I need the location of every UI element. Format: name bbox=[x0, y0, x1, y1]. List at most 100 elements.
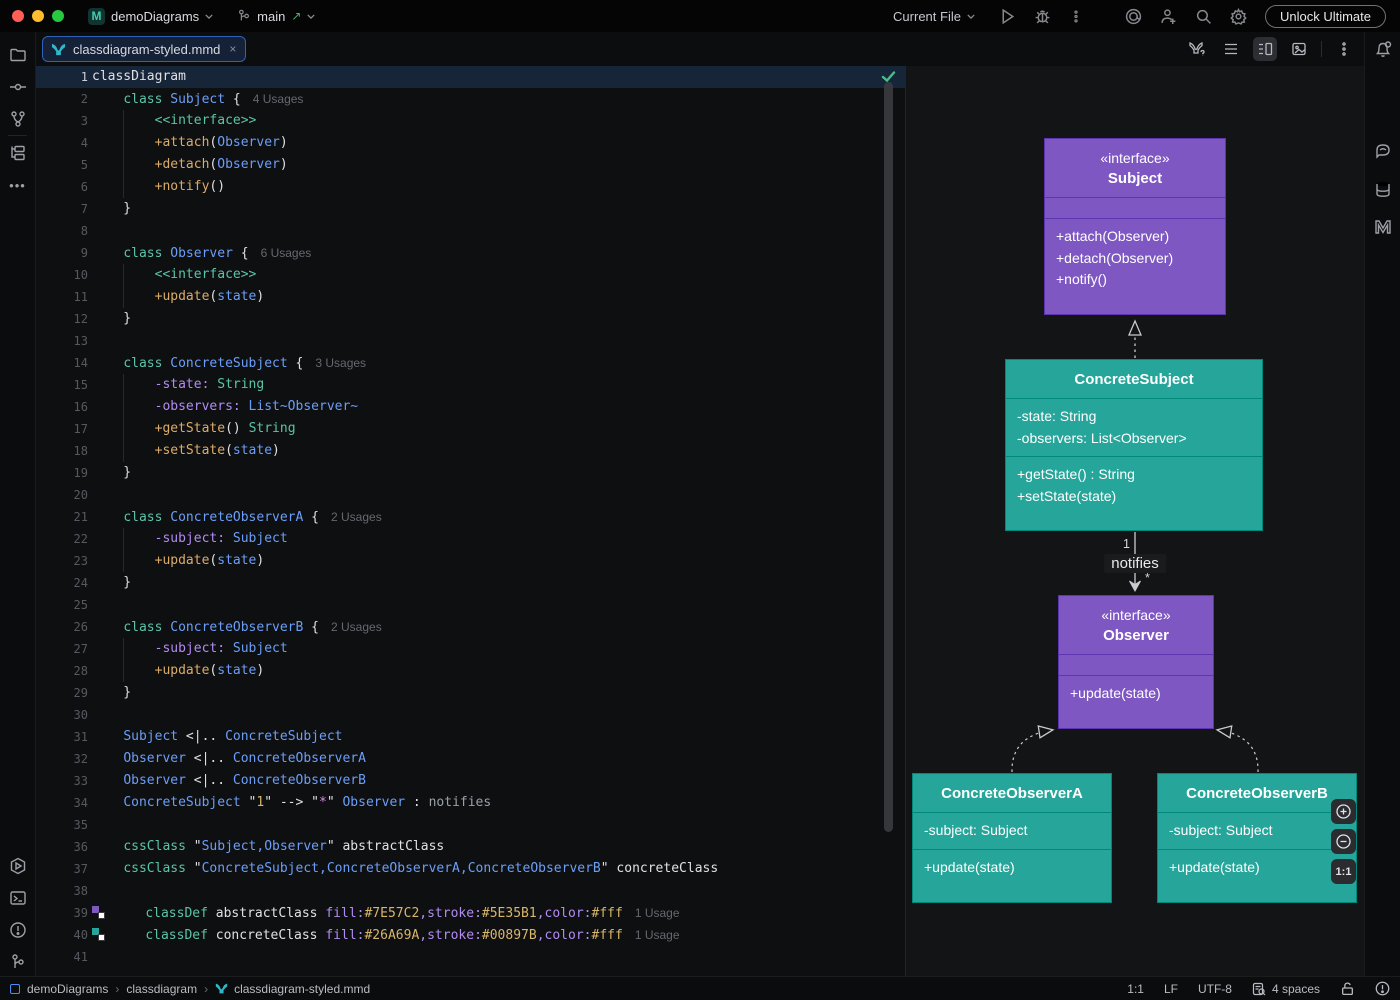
problems-icon[interactable] bbox=[9, 921, 27, 939]
code-line-21[interactable]: 21 class ConcreteObserverA {2 Usages bbox=[36, 506, 905, 528]
files-icon[interactable] bbox=[9, 46, 27, 64]
code-line-39[interactable]: 39 classDef abstractClass fill:#7E57C2,s… bbox=[36, 902, 905, 924]
code-line-27[interactable]: 27 -subject: Subject bbox=[36, 638, 905, 660]
run-panel-icon[interactable] bbox=[9, 857, 27, 875]
code-line-14[interactable]: 14 class ConcreteSubject {3 Usages bbox=[36, 352, 905, 374]
structure-icon[interactable] bbox=[9, 144, 27, 162]
git-commit-icon[interactable] bbox=[9, 78, 27, 96]
code-line-6[interactable]: 6 +notify() bbox=[36, 176, 905, 198]
usages-hint[interactable]: 3 Usages bbox=[315, 356, 366, 370]
mermaid-help-button[interactable] bbox=[1185, 37, 1209, 61]
preview-only-view-button[interactable] bbox=[1287, 37, 1311, 61]
code-line-10[interactable]: 10 <<interface>> bbox=[36, 264, 905, 286]
git-graph-icon[interactable] bbox=[9, 110, 27, 128]
code-line-28[interactable]: 28 +update(state) bbox=[36, 660, 905, 682]
code-line-2[interactable]: 2 class Subject {4 Usages bbox=[36, 88, 905, 110]
run-config-selector[interactable]: Current File bbox=[893, 9, 975, 24]
usages-hint[interactable]: 4 Usages bbox=[253, 92, 304, 106]
code-line-37[interactable]: 37 cssClass "ConcreteSubject,ConcreteObs… bbox=[36, 858, 905, 880]
run-button[interactable] bbox=[999, 8, 1016, 25]
zoom-out-button[interactable] bbox=[1331, 829, 1356, 854]
line-ending-indicator[interactable]: LF bbox=[1164, 982, 1178, 996]
code-line-33[interactable]: 33 Observer <|.. ConcreteObserverB bbox=[36, 770, 905, 792]
minimize-window-button[interactable] bbox=[32, 10, 44, 22]
code-line-22[interactable]: 22 -subject: Subject bbox=[36, 528, 905, 550]
usages-hint[interactable]: 6 Usages bbox=[261, 246, 312, 260]
mermaid-file-icon bbox=[51, 42, 66, 57]
tab-close-icon[interactable]: × bbox=[229, 42, 236, 56]
code-line-1[interactable]: 1classDiagram bbox=[36, 66, 905, 88]
breadcrumb-folder[interactable]: classdiagram bbox=[126, 982, 197, 996]
uml-class-header: ConcreteObserverB bbox=[1158, 774, 1356, 812]
terminal-icon[interactable] bbox=[9, 889, 27, 907]
close-window-button[interactable] bbox=[12, 10, 24, 22]
invite-collaborator-icon[interactable] bbox=[1160, 8, 1177, 25]
code-line-31[interactable]: 31 Subject <|.. ConcreteSubject bbox=[36, 726, 905, 748]
project-selector[interactable]: M demoDiagrams bbox=[88, 8, 213, 25]
notifications-bell-icon[interactable] bbox=[1374, 41, 1392, 59]
code-line-24[interactable]: 24 } bbox=[36, 572, 905, 594]
code-line-36[interactable]: 36 cssClass "Subject,Observer" abstractC… bbox=[36, 836, 905, 858]
code-line-19[interactable]: 19 } bbox=[36, 462, 905, 484]
gutter-color-swatches[interactable] bbox=[92, 928, 106, 942]
code-line-34[interactable]: 34 ConcreteSubject "1" --> "*" Observer … bbox=[36, 792, 905, 814]
git-branch-panel-icon[interactable] bbox=[9, 953, 27, 971]
code-line-18[interactable]: 18 +setState(state) bbox=[36, 440, 905, 462]
code-line-11[interactable]: 11 +update(state) bbox=[36, 286, 905, 308]
code-line-8[interactable]: 8 bbox=[36, 220, 905, 242]
code-line-15[interactable]: 15 -state: String bbox=[36, 374, 905, 396]
code-line-5[interactable]: 5 +detach(Observer) bbox=[36, 154, 905, 176]
search-icon[interactable] bbox=[1195, 8, 1212, 25]
ai-chat-icon[interactable] bbox=[1374, 142, 1392, 160]
split-view-button[interactable] bbox=[1253, 37, 1277, 61]
usages-hint[interactable]: 2 Usages bbox=[331, 620, 382, 634]
more-tools-button[interactable]: ••• bbox=[9, 178, 26, 193]
code-line-23[interactable]: 23 +update(state) bbox=[36, 550, 905, 572]
source-only-view-button[interactable] bbox=[1219, 37, 1243, 61]
code-line-4[interactable]: 4 +attach(Observer) bbox=[36, 132, 905, 154]
caret-position[interactable]: 1:1 bbox=[1127, 982, 1144, 996]
code-line-20[interactable]: 20 bbox=[36, 484, 905, 506]
breadcrumb-project[interactable]: demoDiagrams bbox=[27, 982, 108, 996]
code-line-30[interactable]: 30 bbox=[36, 704, 905, 726]
code-line-12[interactable]: 12 } bbox=[36, 308, 905, 330]
more-actions-button[interactable] bbox=[1069, 8, 1083, 25]
debug-button[interactable] bbox=[1034, 8, 1051, 25]
code-line-25[interactable]: 25 bbox=[36, 594, 905, 616]
zoom-reset-button[interactable]: 1:1 bbox=[1331, 859, 1356, 884]
code-line-26[interactable]: 26 class ConcreteObserverB {2 Usages bbox=[36, 616, 905, 638]
unlock-ultimate-button[interactable]: Unlock Ultimate bbox=[1265, 5, 1386, 28]
code-line-16[interactable]: 16 -observers: List~Observer~ bbox=[36, 396, 905, 418]
breadcrumb-file[interactable]: classdiagram-styled.mmd bbox=[234, 982, 370, 996]
editor-scrollbar[interactable] bbox=[884, 82, 893, 832]
mermaid-panel-icon[interactable] bbox=[1374, 218, 1392, 236]
gutter-color-swatches[interactable] bbox=[92, 906, 106, 920]
code-line-38[interactable]: 38 bbox=[36, 880, 905, 902]
encoding-indicator[interactable]: UTF-8 bbox=[1198, 982, 1232, 996]
usages-hint[interactable]: 2 Usages bbox=[331, 510, 382, 524]
tab-classdiagram-styled[interactable]: classdiagram-styled.mmd × bbox=[42, 36, 246, 62]
code-line-3[interactable]: 3 <<interface>> bbox=[36, 110, 905, 132]
code-line-13[interactable]: 13 bbox=[36, 330, 905, 352]
database-icon[interactable] bbox=[1374, 180, 1392, 198]
code-line-32[interactable]: 32 Observer <|.. ConcreteObserverA bbox=[36, 748, 905, 770]
ai-assistant-icon[interactable] bbox=[1125, 8, 1142, 25]
code-line-29[interactable]: 29 } bbox=[36, 682, 905, 704]
usages-hint[interactable]: 1 Usage bbox=[635, 928, 680, 942]
code-line-40[interactable]: 40 classDef concreteClass fill:#26A69A,s… bbox=[36, 924, 905, 946]
zoom-in-button[interactable] bbox=[1331, 799, 1356, 824]
editor-more-options-button[interactable] bbox=[1332, 37, 1356, 61]
code-editor[interactable]: 1classDiagram2 class Subject {4 Usages3 … bbox=[36, 66, 905, 976]
code-line-9[interactable]: 9 class Observer {6 Usages bbox=[36, 242, 905, 264]
maximize-window-button[interactable] bbox=[52, 10, 64, 22]
code-line-35[interactable]: 35 bbox=[36, 814, 905, 836]
settings-gear-icon[interactable] bbox=[1230, 8, 1247, 25]
code-line-41[interactable]: 41 bbox=[36, 946, 905, 968]
usages-hint[interactable]: 1 Usage bbox=[635, 906, 680, 920]
code-line-7[interactable]: 7 } bbox=[36, 198, 905, 220]
file-lock-icon[interactable] bbox=[1340, 981, 1355, 996]
indent-indicator[interactable]: 4 spaces bbox=[1252, 982, 1320, 996]
code-line-17[interactable]: 17 +getState() String bbox=[36, 418, 905, 440]
notifications-status-icon[interactable] bbox=[1375, 981, 1390, 996]
branch-selector[interactable]: main ↗ bbox=[237, 9, 315, 24]
